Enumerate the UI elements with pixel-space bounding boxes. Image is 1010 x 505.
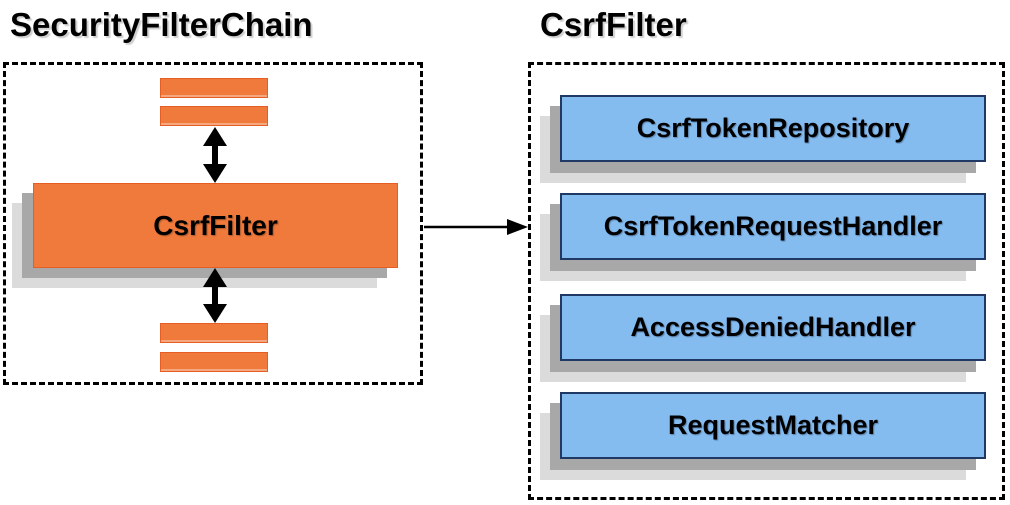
component-node-access-denied-handler: AccessDeniedHandler xyxy=(560,294,986,361)
csrf-filter-node-label: CsrfFilter xyxy=(153,209,278,241)
csrf-filter-title: CsrfFilter xyxy=(540,6,687,43)
filter-placeholder-bar xyxy=(160,106,268,126)
flow-arrow-icon xyxy=(424,219,528,235)
double-arrow-icon xyxy=(203,268,227,323)
security-filter-chain-title: SecurityFilterChain xyxy=(10,6,313,43)
component-node-label: RequestMatcher xyxy=(667,410,879,440)
component-node-request-matcher: RequestMatcher xyxy=(560,392,986,459)
component-node-csrf-token-repository: CsrfTokenRepository xyxy=(560,95,986,162)
component-node-label: AccessDeniedHandler xyxy=(630,312,916,342)
component-node-label: CsrfTokenRequestHandler xyxy=(603,211,943,241)
filter-placeholder-bar xyxy=(160,352,268,372)
component-node-csrf-token-request-handler: CsrfTokenRequestHandler xyxy=(560,193,986,260)
security-filter-chain-boundary xyxy=(3,62,423,385)
filter-placeholder-bar xyxy=(160,78,268,98)
csrf-filter-boundary xyxy=(528,62,1005,500)
filter-placeholder-bar xyxy=(160,323,268,343)
component-node-label: CsrfTokenRepository xyxy=(636,113,910,143)
csrf-filter-node: CsrfFilter xyxy=(33,183,398,268)
double-arrow-icon xyxy=(203,127,227,183)
